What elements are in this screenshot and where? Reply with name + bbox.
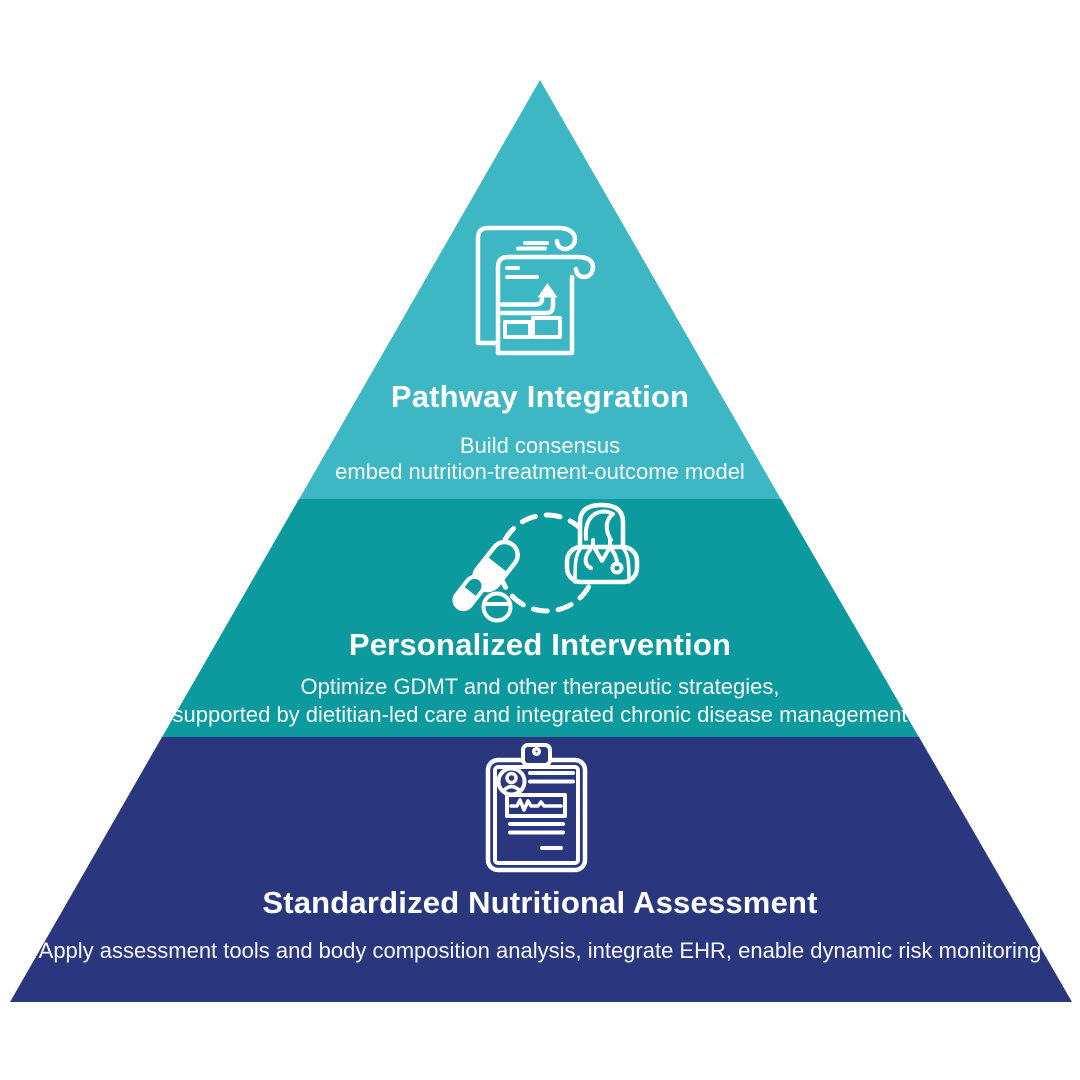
tier1-description-line2: embed nutrition-treatment-outcome model bbox=[335, 459, 745, 484]
document-report-icon bbox=[475, 225, 596, 356]
tier3-description-line1: Apply assessment tools and body composit… bbox=[38, 938, 1042, 963]
back-page-outline bbox=[475, 225, 578, 346]
tier1-description: Build consensus embed nutrition-treatmen… bbox=[0, 433, 1080, 485]
body-lines bbox=[508, 822, 565, 835]
step-box-left bbox=[503, 320, 532, 339]
header-lines bbox=[528, 771, 575, 784]
patient-avatar-shoulders bbox=[501, 784, 522, 793]
tier1-title: Pathway Integration bbox=[390, 379, 690, 414]
tier2-description-line2: supported by dietitian-led care and inte… bbox=[172, 702, 908, 727]
step-box-right bbox=[531, 316, 562, 339]
front-page-outline bbox=[495, 254, 596, 356]
tier2-description-line1: Optimize GDMT and other therapeutic stra… bbox=[300, 674, 780, 699]
doctor-arm-right bbox=[621, 546, 631, 584]
clipboard-assessment-icon bbox=[485, 743, 588, 873]
ecg-box bbox=[505, 793, 567, 818]
doctor-figure-icon bbox=[564, 502, 640, 585]
tier-shape-personalized-intervention bbox=[161, 499, 920, 739]
up-arrow-head bbox=[537, 283, 558, 298]
stethoscope-chestpiece bbox=[610, 561, 624, 575]
patient-avatar-head bbox=[505, 771, 518, 785]
tier2-title: Personalized Intervention bbox=[348, 627, 732, 662]
tablet-icon bbox=[481, 591, 513, 623]
tier3-title: Standardized Nutritional Assessment bbox=[262, 885, 818, 920]
tier2-description: Optimize GDMT and other therapeutic stra… bbox=[0, 673, 1080, 729]
front-page-lines bbox=[505, 266, 539, 279]
tier3-description: Apply assessment tools and body composit… bbox=[0, 937, 1080, 964]
doctor-hair-swoosh bbox=[583, 509, 615, 542]
step-band-inner bbox=[499, 296, 545, 307]
capsule-small-icon bbox=[452, 574, 486, 612]
stethoscope-tube-left bbox=[583, 548, 593, 570]
step-band-outer bbox=[499, 296, 556, 316]
clip-hole bbox=[531, 746, 542, 757]
ecg-trace bbox=[509, 798, 563, 812]
doctor-collar bbox=[592, 545, 612, 563]
back-page-lines bbox=[516, 241, 549, 251]
tier1-description-line1: Build consensus bbox=[459, 433, 621, 458]
medication-doctor-icon bbox=[452, 502, 640, 623]
doctor-arm-left bbox=[573, 546, 583, 584]
